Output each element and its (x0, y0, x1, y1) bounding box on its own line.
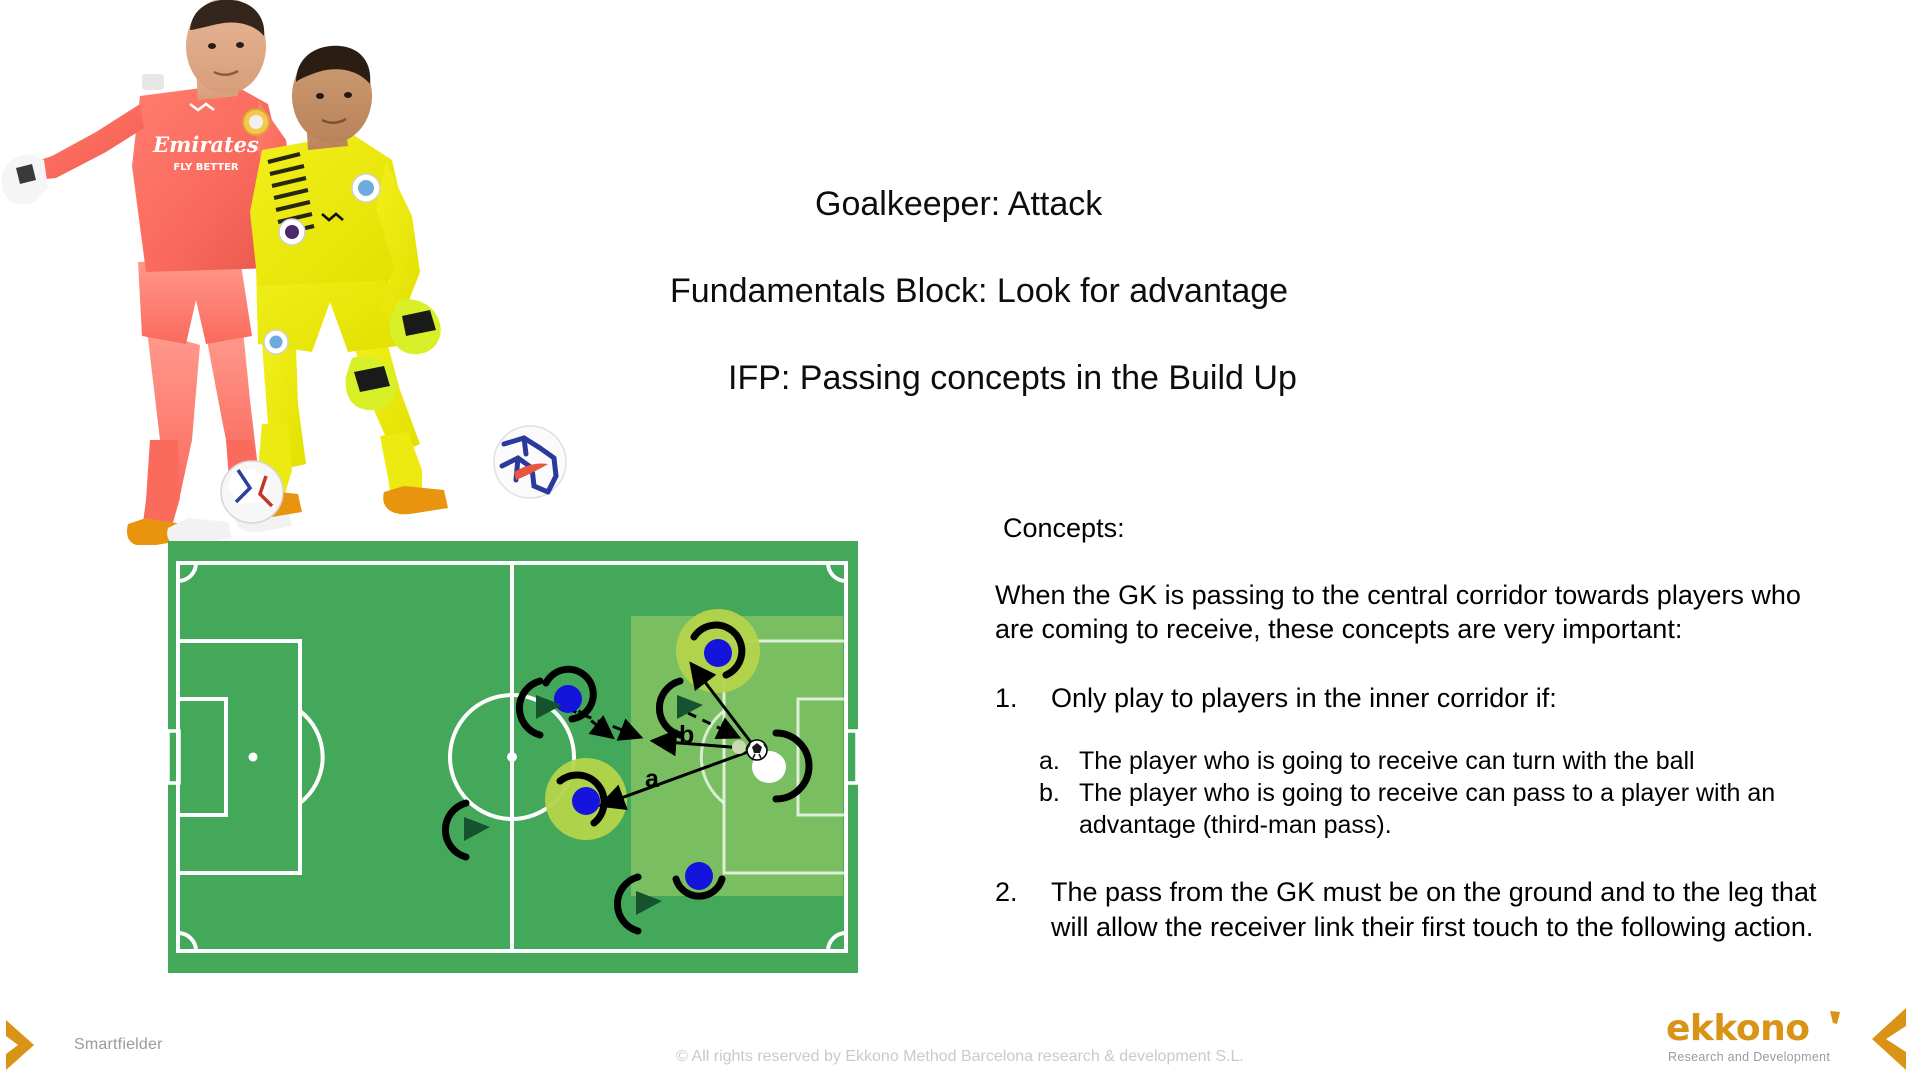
subtitle-fundamentals-block: Fundamentals Block: Look for advantage (670, 272, 1289, 311)
slide-title-block: Goalkeeper: Attack Fundamentals Block: L… (560, 185, 1920, 398)
smartfielder-label: Smartfielder (74, 1036, 163, 1053)
copyright-text: © All rights reserved by Ekkono Method B… (676, 1048, 1244, 1065)
ball-marker (732, 739, 768, 761)
list-marker: 2. (995, 877, 1018, 908)
player-marker (690, 621, 746, 679)
pitch-diagram (168, 541, 858, 973)
subtitle-ifp: IFP: Passing concepts in the Build Up (728, 359, 1297, 398)
list-marker: 1. (995, 682, 1018, 713)
defender-markers (441, 677, 813, 935)
concepts-heading: Concepts: (1003, 513, 1125, 543)
goalkeepers-photo: Emirates FLY BETTER (0, 0, 500, 547)
ekkono-wordmark: ekkono (1666, 1008, 1810, 1049)
chevron-left-icon (1872, 1008, 1906, 1070)
diagram-label-a: a (645, 765, 659, 793)
footer: Smartfielder © All rights reserved by Ek… (0, 1008, 1920, 1080)
ekkono-tagline: Research and Development (1668, 1050, 1831, 1064)
soccer-ball-icon (492, 424, 568, 500)
svg-text:FLY BETTER: FLY BETTER (173, 162, 239, 173)
list-item-text: The player who is going to receive can t… (1079, 747, 1695, 776)
list-item-text: The player who is going to receive can p… (1079, 779, 1776, 840)
player-marker (672, 862, 726, 900)
concepts-panel: Concepts: When the GK is passing to the … (995, 512, 1855, 944)
player-marker (542, 665, 597, 723)
ekkono-logo: ekkono Research and Development (1660, 1006, 1910, 1072)
chevron-right-icon (6, 1020, 34, 1070)
concepts-sublist: a. The player who is going to receive ca… (1039, 745, 1855, 841)
concepts-list: 1. Only play to players in the inner cor… (995, 681, 1855, 842)
list-marker: a. (1039, 747, 1060, 776)
list-item: 1. Only play to players in the inner cor… (995, 681, 1855, 842)
concepts-list-2: 2. The pass from the GK must be on the g… (995, 875, 1855, 944)
list-marker: b. (1039, 779, 1060, 808)
list-item: b. The player who is going to receive ca… (1039, 777, 1855, 841)
player-markers (542, 621, 746, 900)
player-marker (556, 771, 608, 827)
tick-mark-icon (1830, 1011, 1840, 1024)
list-item: a. The player who is going to receive ca… (1039, 745, 1855, 777)
diagram-label-b: b (679, 721, 695, 749)
concepts-intro-text: When the GK is passing to the central co… (995, 579, 1801, 645)
list-item: 2. The pass from the GK must be on the g… (995, 875, 1855, 944)
page-title: Goalkeeper: Attack (815, 185, 1103, 223)
list-item-text: Only play to players in the inner corrid… (1051, 682, 1557, 713)
smartfielder-brand: Smartfielder (0, 1016, 163, 1074)
svg-text:Emirates: Emirates (152, 132, 259, 157)
list-item-text: The pass from the GK must be on the grou… (1051, 877, 1817, 942)
